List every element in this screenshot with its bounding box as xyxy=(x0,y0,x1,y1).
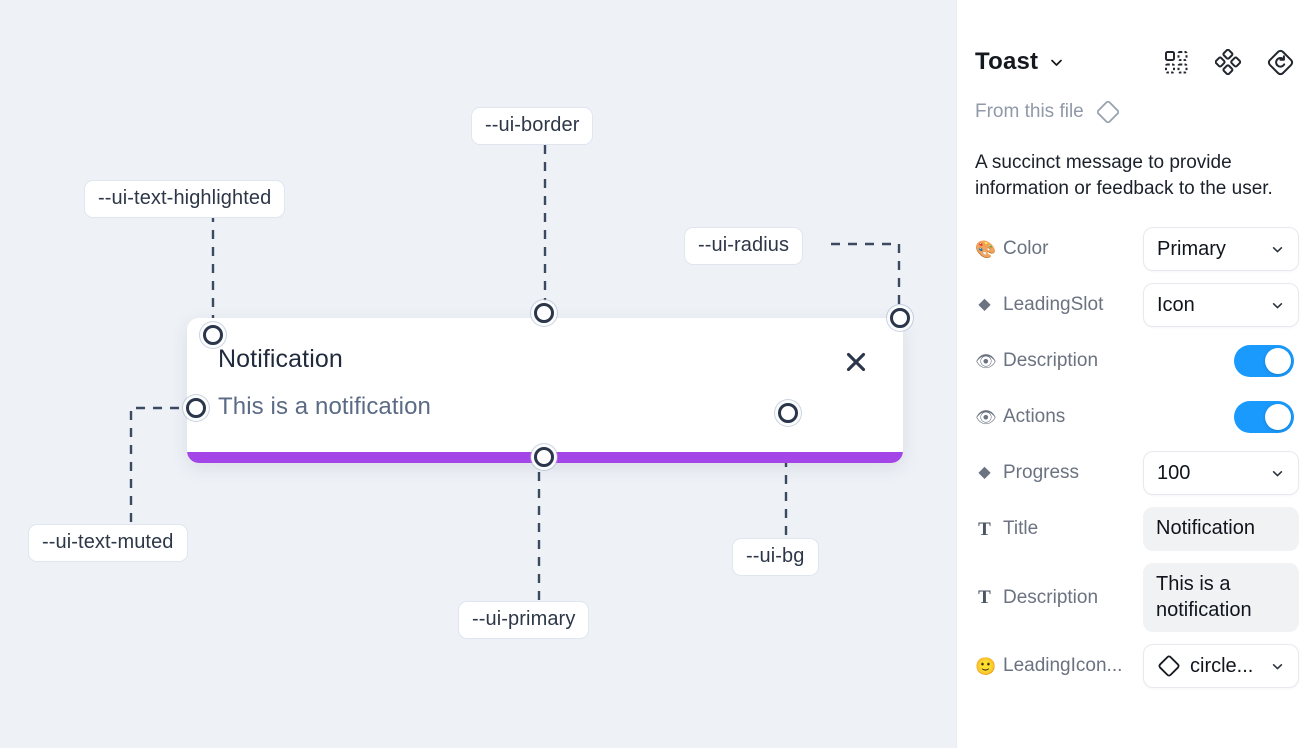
panel-header: Toast xyxy=(975,34,1294,90)
property-row-actions-visible: 👁 Actions xyxy=(975,395,1294,439)
property-label-description-visible: 👁 Description xyxy=(975,350,1143,372)
progress-select[interactable]: 100 xyxy=(1143,451,1299,496)
property-label-leadingicon: 🙂 LeadingIcon... xyxy=(975,655,1143,677)
property-name: LeadingSlot xyxy=(1003,294,1104,316)
toggle-knob xyxy=(1265,404,1291,431)
palette-emoji-icon: 🎨 xyxy=(975,239,997,259)
variants-cluster-icon[interactable] xyxy=(1215,49,1241,75)
token-label-ui-primary[interactable]: --ui-primary xyxy=(458,601,590,639)
handle-bg[interactable] xyxy=(778,403,798,423)
design-canvas[interactable]: --ui-text-highlighted --ui-border --ui-r… xyxy=(0,0,956,748)
from-this-file-label: From this file xyxy=(975,101,1084,122)
property-row-leadingicon: 🙂 LeadingIcon... circle... xyxy=(975,644,1299,689)
handle-primary[interactable] xyxy=(534,447,554,467)
toast-description: This is a notification xyxy=(218,393,431,420)
property-label-title: T Title xyxy=(975,518,1143,540)
leadingslot-select-value: Icon xyxy=(1157,293,1195,316)
chevron-down-icon[interactable] xyxy=(1048,54,1065,71)
property-name: Description xyxy=(1003,350,1099,372)
eye-emoji-icon: 👁 xyxy=(975,407,997,427)
toast-component-preview[interactable]: Notification This is a notification xyxy=(187,318,903,463)
property-label-progress: ◆ Progress xyxy=(975,462,1143,484)
title-input[interactable]: Notification xyxy=(1143,507,1299,552)
property-name: Actions xyxy=(1003,406,1066,428)
diamond-outline-icon xyxy=(1157,654,1181,678)
property-list: 🎨 Color Primary xyxy=(975,227,1299,689)
description-toggle[interactable] xyxy=(1234,345,1294,378)
token-label-ui-text-muted[interactable]: --ui-text-muted xyxy=(28,524,188,562)
text-type-icon: T xyxy=(978,518,991,540)
handle-text-highlighted[interactable] xyxy=(203,325,223,345)
close-x-icon[interactable] xyxy=(842,348,870,376)
property-row-description-visible: 👁 Description xyxy=(975,339,1294,383)
description-input[interactable]: This is a notification xyxy=(1143,563,1299,633)
progress-select-value: 100 xyxy=(1157,461,1191,484)
token-label-ui-border[interactable]: --ui-border xyxy=(471,107,594,145)
property-row-progress: ◆ Progress 100 xyxy=(975,451,1299,496)
property-control-progress: 100 xyxy=(1143,451,1299,496)
chevron-down-icon xyxy=(1270,298,1285,313)
handle-border[interactable] xyxy=(534,303,554,323)
reset-diamond-icon[interactable] xyxy=(1267,49,1294,76)
toast-title: Notification xyxy=(218,345,343,373)
property-name: Color xyxy=(1003,238,1049,260)
property-label-actions-visible: 👁 Actions xyxy=(975,406,1143,428)
property-control-color: Primary xyxy=(1143,227,1299,272)
property-control-title: Notification xyxy=(1143,507,1299,552)
property-name: Title xyxy=(1003,518,1039,540)
property-control-actions-visible xyxy=(1234,401,1294,434)
property-name: LeadingIcon... xyxy=(1003,655,1123,677)
diamond-filled-icon: ◆ xyxy=(978,296,991,314)
properties-panel: Toast xyxy=(956,0,1312,748)
panel-header-icons xyxy=(1164,49,1294,76)
smiley-emoji-icon: 🙂 xyxy=(975,656,997,676)
property-row-title: T Title Notification xyxy=(975,507,1299,552)
chevron-down-icon xyxy=(1270,242,1285,257)
chevron-down-icon xyxy=(1270,659,1285,674)
component-grid-icon[interactable] xyxy=(1164,50,1189,75)
property-name: Progress xyxy=(1003,462,1080,484)
property-control-leadingicon: circle... xyxy=(1143,644,1299,689)
property-control-description-text: This is a notification xyxy=(1143,563,1299,633)
token-label-ui-bg[interactable]: --ui-bg xyxy=(732,538,819,576)
color-select[interactable]: Primary xyxy=(1143,227,1299,272)
chevron-down-icon xyxy=(1270,466,1285,481)
diamond-outline-icon xyxy=(1095,99,1121,125)
component-description: A succinct message to provide informatio… xyxy=(975,152,1273,199)
property-control-description-visible xyxy=(1234,345,1294,378)
panel-title: Toast xyxy=(975,48,1039,75)
token-label-ui-text-highlighted[interactable]: --ui-text-highlighted xyxy=(84,180,286,218)
leadingicon-select[interactable]: circle... xyxy=(1143,644,1299,689)
diamond-filled-icon: ◆ xyxy=(978,464,991,482)
actions-toggle[interactable] xyxy=(1234,401,1294,434)
from-this-file-row: From this file xyxy=(975,98,1294,126)
color-select-value: Primary xyxy=(1157,237,1226,260)
property-label-leadingslot: ◆ LeadingSlot xyxy=(975,294,1143,316)
leadingslot-select[interactable]: Icon xyxy=(1143,283,1299,328)
text-type-icon: T xyxy=(978,587,991,609)
handle-text-muted[interactable] xyxy=(186,398,206,418)
token-label-ui-radius[interactable]: --ui-radius xyxy=(684,227,804,265)
eye-emoji-icon: 👁 xyxy=(975,351,997,371)
handle-radius[interactable] xyxy=(890,308,910,328)
property-label-color: 🎨 Color xyxy=(975,238,1143,260)
property-name: Description xyxy=(1003,586,1099,608)
property-row-leadingslot: ◆ LeadingSlot Icon xyxy=(975,283,1299,328)
leadingicon-select-value: circle... xyxy=(1190,654,1254,677)
property-row-description-text: T Description This is a notification xyxy=(975,563,1299,633)
toggle-knob xyxy=(1265,348,1291,375)
property-label-description-text: T Description xyxy=(975,587,1143,609)
property-control-leadingslot: Icon xyxy=(1143,283,1299,328)
property-row-color: 🎨 Color Primary xyxy=(975,227,1299,272)
